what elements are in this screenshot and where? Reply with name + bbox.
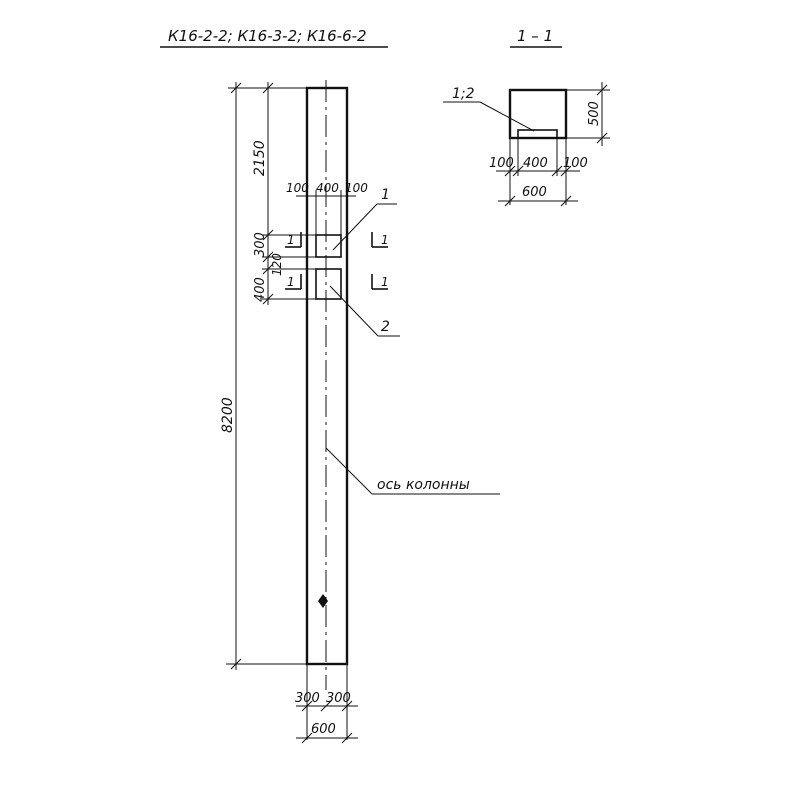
dim-opening-width: 400 [316,181,339,195]
cut-label: 1 [381,275,389,289]
section-cut-markers: 1 1 1 1 [285,232,389,290]
column-body [305,86,349,666]
dim-top-to-openings: 2150 [252,140,268,176]
dim-gap-between: 120 [270,253,284,276]
section-leader-label: 1;2 [452,86,475,102]
section-dim-right: 100 [563,156,588,171]
dim-offset-right: 100 [345,181,368,195]
section-dim-width: 600 [522,185,547,200]
section-dim-left: 100 [489,156,514,171]
leader-1-label: 1 [381,187,390,203]
section-dim-middle: 400 [523,156,548,171]
dim-half-right: 300 [326,691,351,706]
leader-2: 2 [329,285,400,337]
leader-2-label: 2 [381,319,390,335]
cut-label: 1 [381,233,389,247]
dim-opening2-height: 400 [253,277,268,302]
section-dim-height: 500 [587,101,602,126]
dim-half-left: 300 [295,691,320,706]
column-axis [318,80,328,690]
cut-marker-left-top: 1 [285,232,302,248]
cut-marker-right-top: 1 [371,232,389,248]
main-title-text: К16-2-2; К16-3-2; К16-6-2 [168,27,367,45]
main-title: К16-2-2; К16-3-2; К16-6-2 [160,27,388,48]
bottom-dimensions: 300 300 600 [295,664,358,744]
dim-total-height: 8200 [220,397,236,433]
vertical-dimensions: 8200 2150 300 120 400 [220,82,316,670]
cut-marker-left-bottom: 1 [285,274,302,290]
opening-2 [315,268,342,300]
axis-label: ось колонны [377,477,470,493]
leader-1: 1 [332,187,397,251]
dim-opening1-height: 300 [253,232,268,257]
cut-label: 1 [287,275,295,289]
section-title-text: 1 – 1 [517,27,553,45]
section-view: 500 100 400 100 600 1;2 [443,82,610,207]
opening-width-dimensions: 100 400 100 [286,181,368,235]
axis-diamond-marker [318,594,328,608]
axis-leader: ось колонны [325,447,500,495]
cut-marker-right-bottom: 1 [371,274,389,290]
opening-1 [315,234,342,258]
dim-offset-left: 100 [286,181,309,195]
section-title: 1 – 1 [510,27,562,48]
cut-label: 1 [287,233,295,247]
dim-column-width: 600 [311,722,336,737]
